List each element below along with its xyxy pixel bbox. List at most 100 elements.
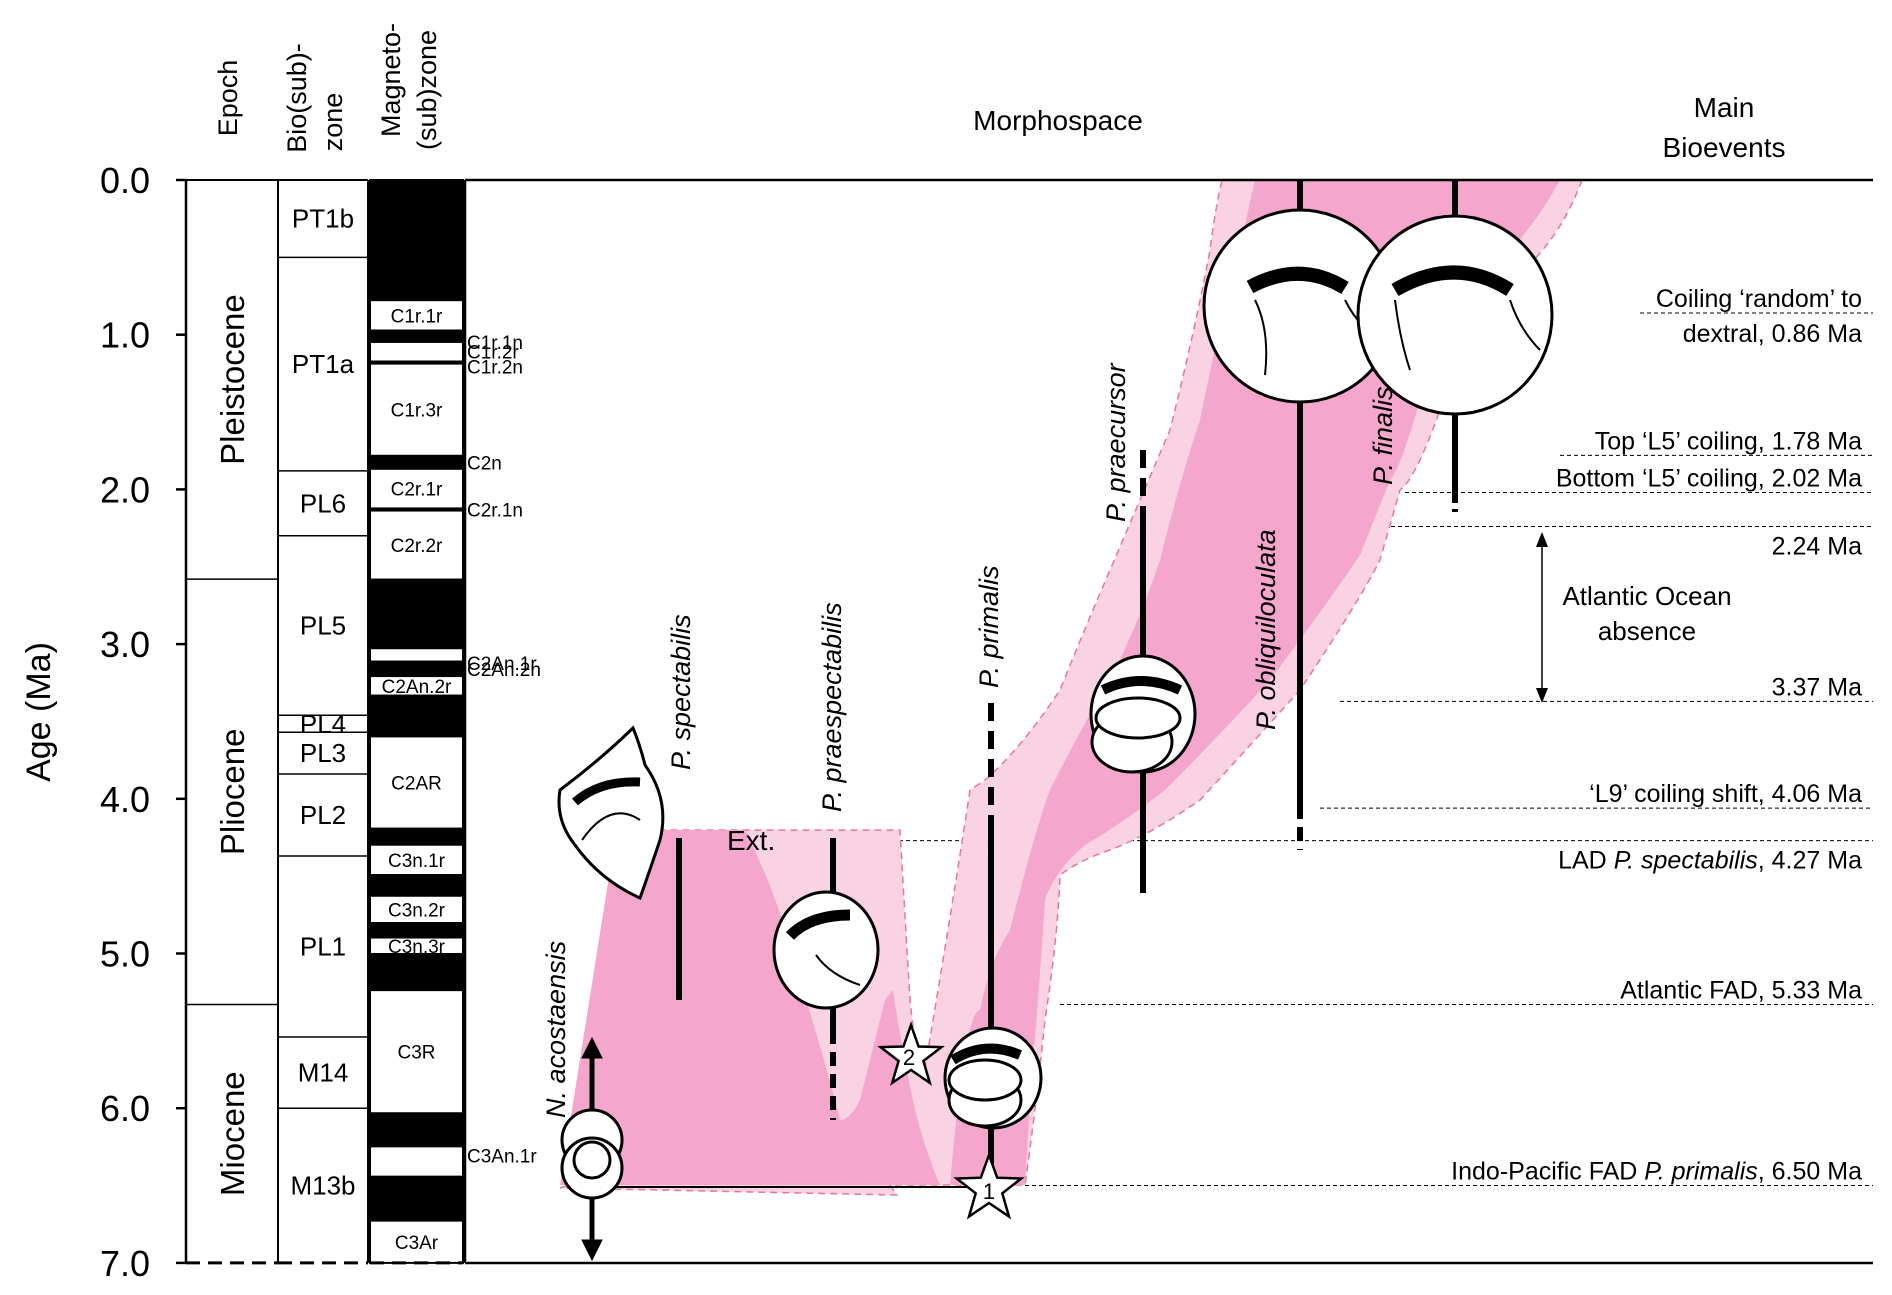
species-label-p-spectabilis: P. spectabilis <box>666 614 696 770</box>
age-axis-label: Age (Ma) <box>20 642 58 782</box>
age-axis: Age (Ma) 0.01.02.03.04.05.06.07.0 <box>20 160 188 1284</box>
p-praespectabilis-specimen <box>772 890 880 1010</box>
magnetozone-label: C2An.1n <box>380 605 454 626</box>
magnetozone-band <box>369 341 464 362</box>
bioevent-label: ‘L9’ coiling shift, 4.06 Ma <box>1589 780 1862 808</box>
magnetozone-label: C2An.3n <box>380 707 454 728</box>
magnetozone-band <box>369 454 464 470</box>
magnetozone-band <box>369 895 464 924</box>
absence-interval: Atlantic Ocean absence <box>1536 532 1732 703</box>
magnetozone-band <box>369 648 464 662</box>
zone-label: PT1b <box>292 204 354 234</box>
axis-tick-label: 1.0 <box>100 315 150 356</box>
p-finalis-specimen <box>1356 214 1554 416</box>
absence-arrow-top-icon <box>1536 532 1548 547</box>
n-acostaensis-arrow-top <box>581 1036 603 1059</box>
zone-label: PL1 <box>300 932 346 962</box>
magnetozone-label: C1n <box>399 231 434 252</box>
magnetozone-label: C2r.2r <box>391 536 443 557</box>
magnetozone-label: C1r.3r <box>391 401 443 422</box>
star-1-label: 1 <box>983 1179 995 1204</box>
magnetozone-label: C3n.3n <box>386 921 447 942</box>
bioevent-label: Bottom ‘L5’ coiling, 2.02 Ma <box>1556 464 1862 492</box>
morphospace-header: Morphospace <box>973 105 1143 136</box>
magnetozone-band <box>369 660 464 678</box>
zone-label: Pleistocene <box>214 294 251 465</box>
p-praecursor-specimen <box>1089 654 1197 774</box>
magnetozone-label: C3An.1n <box>380 1121 454 1142</box>
magnetozone-label: C3An.2n <box>380 1190 454 1211</box>
bioevent-label: LAD P. spectabilis, 4.27 Ma <box>1558 847 1862 875</box>
magnetozone-label: C3n.1n <box>386 828 447 849</box>
star-2-icon <box>877 1021 945 1086</box>
species-label-p-praespectabilis: P. praespectabilis <box>817 602 847 812</box>
magnetozone-label: C1r.2r <box>467 343 519 364</box>
zone-label: M14 <box>298 1058 349 1088</box>
axis-tick-label: 0.0 <box>100 160 150 201</box>
zone-label: Miocene <box>214 1071 251 1196</box>
absence-label-line2: absence <box>1598 616 1696 646</box>
species-label-p-praecursor: P. praecursor <box>1101 362 1131 522</box>
magnetozone-label: C2An.2n <box>467 660 541 681</box>
magnetozone-label: C2AR <box>391 774 442 795</box>
star-1-icon <box>953 1151 1025 1220</box>
zone-label: PL3 <box>300 738 346 768</box>
magnetozone-band <box>369 990 464 1114</box>
species-labels: N. acostaensis P. spectabilis P. praespe… <box>541 362 1398 1118</box>
absence-arrow-bottom-icon <box>1536 688 1548 703</box>
zone-label: PL4 <box>300 709 346 739</box>
magnetozone-label: C3n.1r <box>388 851 446 872</box>
p-spectabilis-specimen <box>557 725 665 901</box>
zone-label: PL6 <box>300 488 346 518</box>
magnetozone-label: C1r.1n <box>467 333 523 354</box>
bioevent-label: Coiling ‘random’ to <box>1656 285 1862 313</box>
axis-tick-label: 2.0 <box>100 469 150 510</box>
magnetozone-band <box>369 953 464 992</box>
magnetozone-band <box>369 510 464 580</box>
species-label-p-finalis: P. finalis <box>1368 386 1398 485</box>
species-label-n-acostaensis: N. acostaensis <box>541 941 571 1118</box>
bioevents-header-line2: Bioevents <box>1663 132 1786 163</box>
p-obliquiloculata-specimen <box>1202 208 1398 404</box>
column-headers: Epoch Bio(sub)- zone Magneto- (sub)zone … <box>213 23 1785 163</box>
magnetozone-label: C1r.1r <box>391 306 443 327</box>
extinction-label: Ext. <box>727 825 775 856</box>
magnetozone-band <box>369 578 464 650</box>
p-primalis-specimen <box>943 1026 1043 1130</box>
zone-label: Pliocene <box>214 729 251 856</box>
axis-tick-label: 6.0 <box>100 1088 150 1129</box>
species-label-p-primalis: P. primalis <box>974 565 1004 688</box>
axis-tick-label: 3.0 <box>100 624 150 665</box>
bioevent-label: Indo-Pacific FAD P. primalis, 6.50 Ma <box>1451 1158 1862 1186</box>
biozone-header-line2: zone <box>318 93 348 152</box>
magnetozone-band <box>369 329 464 343</box>
zone-label: PT1a <box>292 349 355 379</box>
magnetozone-label: C3n.3r <box>388 937 446 958</box>
magnetozone-label: C2r.1r <box>391 480 443 501</box>
morphospace-inner-envelope <box>560 180 1560 1185</box>
magnetozone-label: C3n.2n <box>386 876 447 897</box>
magnetozone-band <box>369 694 464 738</box>
n-acostaensis-specimen <box>560 1108 624 1200</box>
species-label-p-obliquiloculata: P. obliquiloculata <box>1251 529 1281 730</box>
bioevent-label: Atlantic FAD, 5.33 Ma <box>1620 977 1862 1005</box>
zone-label: PL5 <box>300 611 346 641</box>
magnetozone-label: C1r.2n <box>467 358 523 379</box>
plot-frame <box>463 178 1873 1265</box>
magnetozone-label: C3R <box>397 1043 435 1064</box>
epoch-header: Epoch <box>213 60 243 137</box>
magnetozone-band <box>369 1146 464 1177</box>
magnetozone-label: C2r.1n <box>467 501 523 522</box>
event-stars: 1 2 <box>877 1021 1025 1220</box>
magnetozone-header-line1: Magneto- <box>376 23 406 137</box>
biozone-header-line1: Bio(sub)- <box>282 43 312 153</box>
bioevent-label: 3.37 Ma <box>1772 673 1862 701</box>
bioevents-header-line1: Main <box>1694 92 1755 123</box>
bioevent-label: 2.24 Ma <box>1772 533 1862 561</box>
axis-tick-label: 5.0 <box>100 934 150 975</box>
axis-tick-label: 7.0 <box>100 1243 150 1284</box>
magnetozone-header-line2: (sub)zone <box>412 30 442 150</box>
